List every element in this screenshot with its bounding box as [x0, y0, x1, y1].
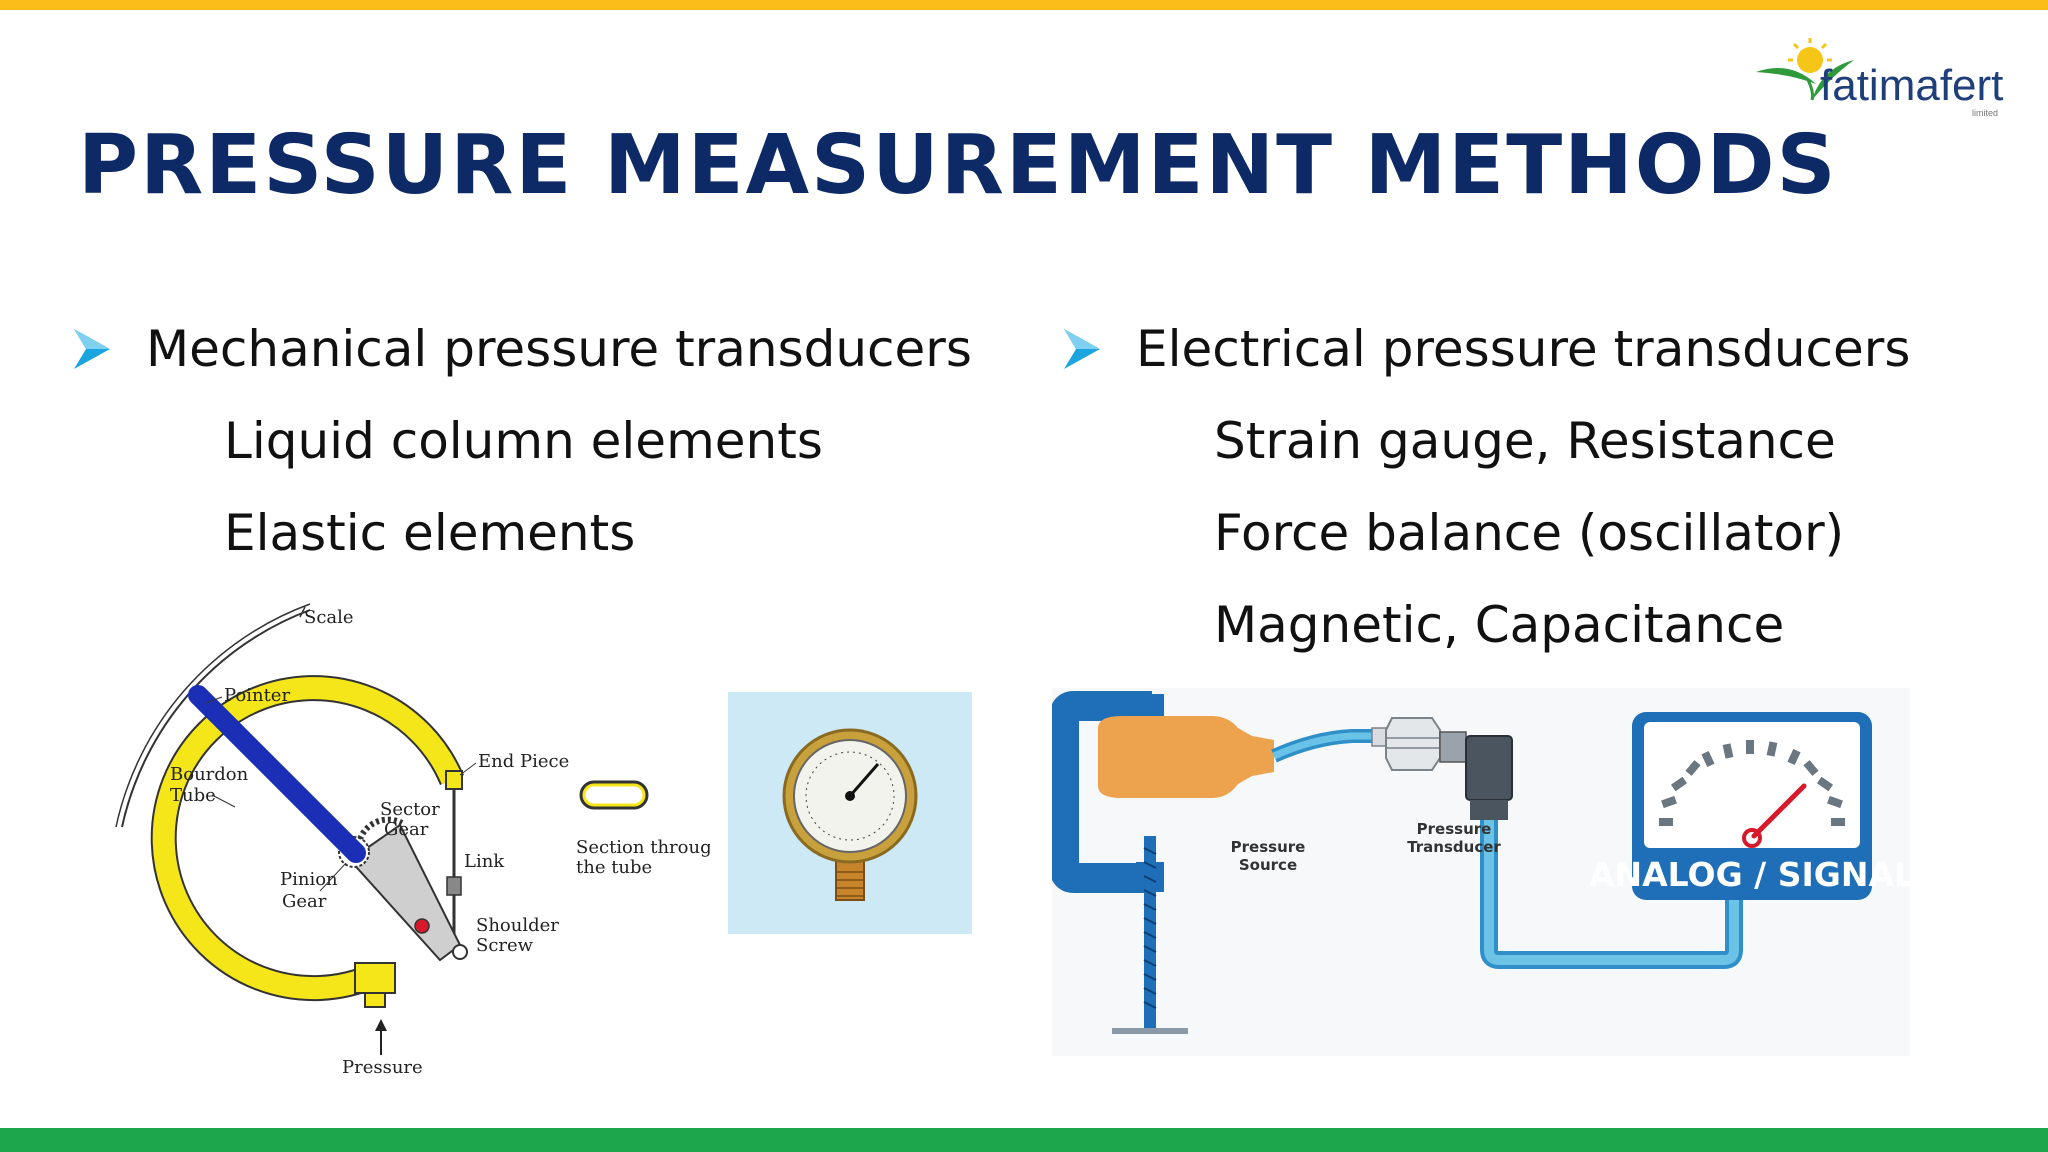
company-logo: fatimafert limited	[1756, 38, 2003, 118]
label-pressure: Pressure	[342, 1057, 423, 1078]
pointer	[188, 685, 366, 863]
label-pressure-source-1: Pressure	[1231, 838, 1306, 856]
shoulder-screw	[414, 918, 430, 934]
slide-title: PRESSURE MEASUREMENT METHODS	[78, 118, 1838, 213]
logo-wordmark: fatimafert	[1820, 61, 2003, 110]
sub-item-liquid-column: Liquid column elements	[224, 412, 823, 470]
bourdon-tube	[152, 677, 463, 1000]
label-shoulder-screw-1: Shoulder	[476, 915, 559, 936]
tube-section-shape	[579, 780, 649, 810]
signal-cable	[1484, 820, 1739, 965]
label-end-piece: End Piece	[478, 751, 569, 772]
sub-item-strain-gauge: Strain gauge, Resistance	[1214, 412, 1836, 470]
sub-item-force-balance: Force balance (oscillator)	[1214, 504, 1845, 562]
bottom-accent-bar	[0, 1128, 2048, 1152]
label-analog-signal: ANALOG / SIGNAL	[1589, 855, 1910, 894]
bullet-arrow-icon	[1064, 329, 1100, 369]
label-pressure-transducer-1: Pressure	[1417, 820, 1492, 838]
label-section-1: Section through	[576, 837, 710, 858]
label-link: Link	[464, 851, 505, 872]
pressure-gauge-image	[728, 692, 972, 934]
sub-item-elastic: Elastic elements	[224, 504, 636, 562]
bourdon-tube-diagram: Scale Pointer Bourdon Tube Sector Gear E…	[115, 603, 710, 1078]
label-shoulder-screw-2: Screw	[476, 935, 534, 956]
bullet-arrow-icon	[74, 329, 110, 369]
pressure-transducer	[1385, 717, 1441, 771]
label-section-2: the tube	[576, 857, 652, 878]
sub-item-magnetic: Magnetic, Capacitance	[1214, 596, 1785, 654]
end-piece	[445, 770, 463, 790]
label-pressure-source-2: Source	[1239, 856, 1297, 874]
label-bourdon-tube-1: Bourdon	[170, 764, 249, 785]
mechanical-heading: Mechanical pressure transducers	[146, 320, 972, 378]
gauge-needle	[1751, 783, 1807, 839]
label-sector-gear-2: Gear	[384, 819, 429, 840]
label-bourdon-tube-2: Tube	[170, 785, 216, 806]
pressure-source-bottle	[1098, 716, 1274, 798]
label-pinion-gear-2: Gear	[282, 891, 327, 912]
bullet-mechanical: Mechanical pressure transducers	[72, 318, 992, 380]
mechanical-column: Mechanical pressure transducers Liquid c…	[72, 318, 992, 564]
top-accent-bar	[0, 0, 2048, 10]
label-sector-gear-1: Sector	[380, 799, 440, 820]
c-clamp	[1052, 691, 1152, 893]
electrical-column: Electrical pressure transducers Strain g…	[1062, 318, 1982, 656]
label-scale: Scale	[304, 607, 354, 628]
sun-leaf-logo-icon	[1756, 38, 1854, 101]
label-pointer: Pointer	[224, 685, 290, 706]
logo-subtext: limited	[1972, 108, 1998, 118]
bullet-electrical: Electrical pressure transducers	[1062, 318, 1982, 380]
electrical-transducer-diagram: ANALOG / SIGNAL Pressure Source Pressure…	[1052, 688, 1910, 1056]
label-pressure-transducer-2: Transducer	[1407, 838, 1501, 856]
electrical-heading: Electrical pressure transducers	[1136, 320, 1911, 378]
label-pinion-gear-1: Pinion	[280, 869, 338, 890]
